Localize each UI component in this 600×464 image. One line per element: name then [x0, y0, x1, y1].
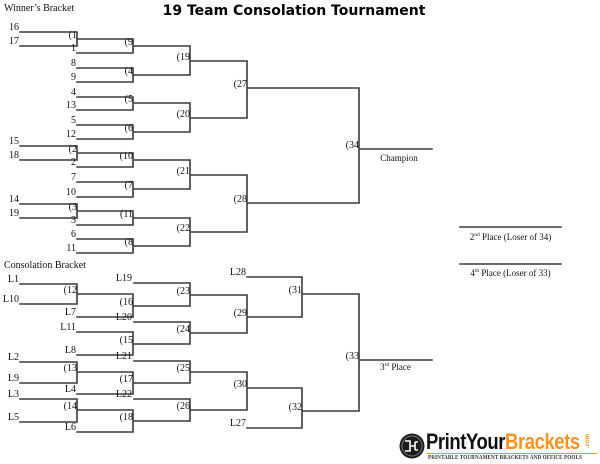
game-number: (5	[124, 94, 133, 105]
game-number: (22	[176, 223, 190, 234]
game-number: (13	[63, 363, 77, 374]
seed-label: 6	[71, 229, 76, 240]
third-place-label: 3rd Place	[359, 362, 432, 372]
seed-label: 5	[71, 115, 76, 126]
logo-dotcom: .com	[585, 433, 592, 449]
loser-slot-label: L28	[229, 267, 246, 278]
seed-label: 11	[66, 243, 76, 254]
game-number: (29	[233, 308, 247, 319]
ordinal-suffix: th	[474, 268, 480, 274]
bracket-circle-icon	[399, 433, 425, 459]
winners-bracket-heading: Winner’s Bracket	[4, 3, 75, 14]
game-number: (24	[176, 324, 190, 335]
game-number: (18	[119, 412, 133, 423]
winners-bracket-lines	[19, 31, 433, 254]
game-number: (20	[176, 109, 190, 120]
game-number: (4	[124, 66, 133, 77]
game-number: (26	[176, 401, 190, 412]
page-title: 19 Team Consolation Tournament	[162, 3, 426, 19]
game-number: (30	[233, 379, 247, 390]
game-number: (32	[288, 402, 302, 413]
game-number: (34	[345, 140, 359, 151]
place-text: Place (Loser of 34)	[479, 232, 552, 242]
place-text: Place (Loser of 33)	[479, 268, 551, 278]
game-number: (21	[176, 166, 190, 177]
game-number: (15	[119, 335, 133, 346]
seed-label: 18	[9, 150, 19, 161]
game-number: (9	[124, 37, 133, 48]
logo-brackets: Brackets	[505, 429, 580, 454]
seed-label: 14	[9, 194, 19, 205]
ordinal-suffix: rd	[384, 362, 390, 368]
loser-slot-label: L2	[7, 352, 19, 363]
game-number: (31	[288, 285, 302, 296]
loser-slot-label: L8	[64, 345, 76, 356]
game-number: (6	[124, 123, 133, 134]
loser-slot-label: L22	[115, 389, 132, 400]
loser-slot-label: L5	[7, 412, 19, 423]
loser-slot-label: L20	[115, 312, 132, 323]
loser-slot-label: L27	[229, 418, 246, 429]
printyourbrackets-logo[interactable]: PrintYourBrackets .com PRINTABLE TOURNAM…	[398, 429, 600, 464]
loser-slot-label: L7	[64, 307, 76, 318]
game-number: (19	[176, 52, 190, 63]
consolation-bracket-lines	[19, 276, 433, 433]
place-number: 4	[470, 268, 475, 278]
logo-tagline: PRINTABLE TOURNAMENT BRACKETS AND OFFICE…	[428, 455, 582, 461]
ordinal-suffix: nd	[474, 232, 480, 238]
game-number: (33	[345, 351, 359, 362]
loser-slot-label: L11	[60, 322, 76, 333]
game-number: (3	[68, 202, 77, 213]
game-number: (28	[233, 194, 247, 205]
champion-label: Champion	[380, 153, 418, 163]
game-number: (10	[119, 151, 133, 162]
logo-print-your: PrintYour	[426, 429, 506, 454]
game-number: (27	[233, 79, 247, 90]
game-number: (2	[68, 144, 77, 155]
loser-slot-label: L19	[115, 273, 132, 284]
game-number: (17	[119, 374, 133, 385]
seed-label: 10	[66, 187, 76, 198]
place-text: Place	[389, 362, 411, 372]
seed-label: 12	[66, 129, 76, 140]
second-place-label: 2nd Place (Loser of 34)	[460, 232, 561, 242]
seed-label: 17	[9, 36, 19, 47]
loser-slot-label: L10	[2, 294, 19, 305]
game-number: (12	[63, 285, 77, 296]
loser-slot-label: L1	[7, 274, 19, 285]
seed-label: 7	[71, 172, 76, 183]
game-number: (14	[63, 401, 77, 412]
place-number: 3	[380, 362, 385, 372]
seed-label: 4	[71, 87, 76, 98]
seed-label: 9	[71, 72, 76, 83]
loser-slot-label: L21	[115, 351, 132, 362]
game-number: (16	[119, 297, 133, 308]
game-number: (25	[176, 363, 190, 374]
logo-wordmark: PrintYourBrackets	[426, 430, 580, 454]
game-number: (11	[120, 209, 133, 220]
seed-label: 8	[71, 58, 76, 69]
loser-slot-label: L9	[7, 373, 19, 384]
game-number: (23	[176, 286, 190, 297]
logo-underline	[427, 453, 597, 454]
seed-label: 2	[71, 157, 76, 168]
seed-label: 16	[9, 22, 19, 33]
loser-slot-label: L3	[7, 389, 19, 400]
seed-label: 1	[71, 43, 76, 54]
placement-lines	[459, 226, 562, 265]
fourth-place-label: 4th Place (Loser of 33)	[460, 268, 561, 278]
place-number: 2	[469, 232, 475, 242]
game-number: (1	[68, 30, 77, 41]
seed-label: 13	[66, 100, 76, 111]
loser-slot-label: L4	[64, 384, 76, 395]
game-number: (8	[124, 237, 133, 248]
loser-slot-label: L6	[64, 422, 76, 433]
seed-label: 15	[9, 136, 19, 147]
seed-label: 3	[71, 215, 76, 226]
game-number: (7	[124, 180, 133, 191]
seed-label: 19	[9, 208, 19, 219]
consolation-bracket-heading: Consolation Bracket	[4, 260, 86, 271]
